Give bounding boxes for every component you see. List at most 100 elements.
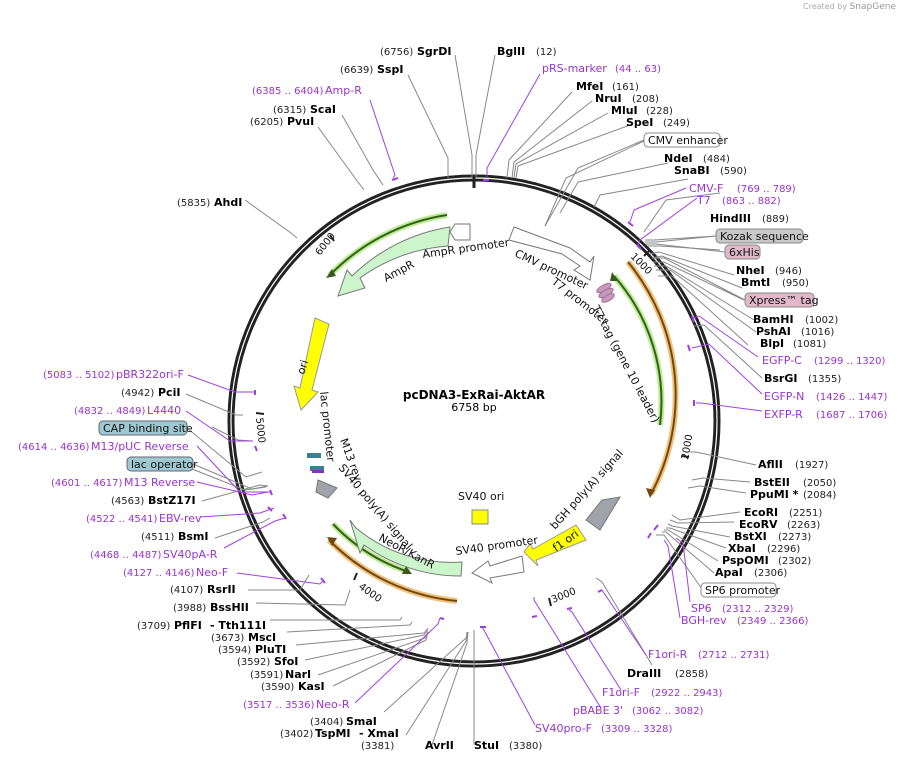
enzyme-sfoi[interactable]: SfoI [274,655,298,668]
primer-prs-marker[interactable]: pRS-marker [542,62,607,75]
enzyme-sspi[interactable]: SspI [377,63,403,76]
pos-nari: (3591) [250,670,283,681]
enzyme-nhei[interactable]: NheI [736,264,765,277]
enzyme-pcii[interactable]: PciI [158,386,180,399]
primer-cmv-f[interactable]: CMV-F [689,182,723,195]
enzyme-pvui[interactable]: PvuI [287,115,314,128]
neor-feature [349,519,463,577]
range-prs-marker: (44 .. 63) [615,64,661,75]
pos-aflii: (1927) [795,460,828,471]
enzyme-msci[interactable]: MscI [248,631,276,644]
enzyme-draiii[interactable]: DraIII [627,667,661,680]
box-cmv-enhancer[interactable]: CMV enhancer [544,132,728,227]
pos-avrii: (3381) [361,741,394,752]
primer-pbabe-3[interactable]: pBABE 3' [573,704,623,717]
primer-exfp-r[interactable]: EXFP-R [764,408,803,421]
primer-sv40pa-r[interactable]: SV40pA-R [163,548,218,561]
enzyme-tspmi[interactable]: TspMI [315,727,351,740]
primer-ebv-rev[interactable]: EBV-rev [159,512,202,525]
pos-msci: (3673) [211,633,244,644]
pos-bsteii: (2050) [803,478,836,489]
enzyme-tth111i[interactable]: - Tth111I [210,619,266,632]
pos-bstz17i: (4563) [111,496,144,507]
enzyme-bamhi[interactable]: BamHI [753,313,794,326]
box-xpress-tag[interactable]: Xpress™ tag [652,257,819,308]
box-kozak-sequence[interactable]: Kozak sequence [645,228,809,244]
enzyme-ppumi[interactable]: PpuMI * [750,488,799,501]
enzyme-ecorv[interactable]: EcoRV [739,518,778,531]
enzyme-avrii[interactable]: AvrII [425,739,454,752]
primer-f1ori-f[interactable]: F1ori-F [602,686,640,699]
enzyme-bsshii[interactable]: BssHII [210,601,249,614]
enzyme-bstxi[interactable]: BstXI [734,530,767,543]
box-sp6-promoter[interactable]: SP6 promoter [700,582,781,598]
enzyme-apai[interactable]: ApaI [715,566,743,579]
bgh-polya-feature [585,496,621,531]
enzyme-mfei[interactable]: MfeI [576,80,603,93]
enzyme-hindiii[interactable]: HindIII [710,212,751,225]
enzyme-nrui[interactable]: NruI [595,92,622,105]
primer-t7[interactable]: T7 [696,194,711,207]
primer-sp6[interactable]: SP6 [691,602,712,615]
range-t7: (863 .. 882) [722,196,781,207]
primer-egfp-n[interactable]: EGFP-N [764,390,804,403]
label-sv40-ori: SV40 ori [458,490,504,503]
enzyme-pspomi[interactable]: PspOMI [722,554,769,567]
pos-hindiii: (889) [762,214,789,225]
primer-egfp-c[interactable]: EGFP-C [762,354,802,367]
box-cap-binding-site[interactable]: CAP binding site [98,420,263,478]
primer-sv40pro-f[interactable]: SV40pro-F [535,722,592,735]
svg-text:CAP binding site: CAP binding site [103,422,193,435]
pos-spei: (249) [663,118,690,129]
primer-m13-puc-reverse[interactable]: M13/pUC Reverse [91,440,189,453]
enzyme-scai[interactable]: ScaI [310,103,336,116]
primer-amp-r[interactable]: Amp-R [325,84,362,97]
enzyme-snabi[interactable]: SnaBI [674,164,710,177]
primer-neo-f[interactable]: Neo-F [196,566,228,579]
pos-ppumi: (2084) [803,490,836,501]
range-l4440: (4832 .. 4849) [74,406,146,417]
enzyme-bsmi[interactable]: BsmI [178,530,209,543]
enzyme-rsrii[interactable]: RsrII [207,583,236,596]
enzyme-pshai[interactable]: PshAI [756,325,791,338]
primer-l4440[interactable]: L4440 [147,404,181,417]
enzyme-ecori[interactable]: EcoRI [744,506,778,519]
enzyme-xbai[interactable]: XbaI [728,542,756,555]
enzyme-pluti[interactable]: PluTI [255,643,286,656]
enzyme-kasi[interactable]: KasI [298,680,325,693]
enzyme-smai[interactable]: SmaI [346,715,377,728]
pos-ecorv: (2263) [787,520,820,531]
enzyme-bsteii[interactable]: BstEII [754,476,790,489]
primer-bgh-rev[interactable]: BGH-rev [681,614,727,627]
enzyme-blpi[interactable]: BlpI [760,337,784,350]
enzyme-bglii[interactable]: BglII [497,45,525,58]
enzyme-sgrdi[interactable]: SgrDI [417,45,451,58]
pos-bstxi: (2273) [778,532,811,543]
enzyme-mlui[interactable]: MluI [611,104,638,117]
sv40-ori-feature [471,509,489,525]
box-lac-operator[interactable]: lac operator [126,456,269,490]
enzyme-nari[interactable]: NarI [285,668,311,681]
enzyme-bmti[interactable]: BmtI [741,276,770,289]
primer-f1ori-r[interactable]: F1ori-R [648,648,688,661]
enzyme-ndei[interactable]: NdeI [664,152,693,165]
enzyme-xmai[interactable]: - XmaI [359,727,399,740]
primer-m13-reverse[interactable]: M13 Reverse [124,476,195,489]
primer-neo-r[interactable]: Neo-R [316,698,350,711]
tick-5000: 5000 [253,417,267,443]
range-sv40pa-r: (4468 .. 4487) [90,550,162,561]
pos-pshai: (1016) [801,327,834,338]
plasmid-name: pcDNA3-ExRai-AktAR [403,388,545,402]
enzyme-aflii[interactable]: AflII [758,458,783,471]
enzyme-bsrgi[interactable]: BsrGI [764,372,797,385]
snapgene-credit: Created by SnapGene [803,2,896,12]
range-sp6: (2312 .. 2329) [722,604,794,615]
primer-pbr322ori-f[interactable]: pBR322ori-F [116,368,184,381]
enzyme-ahdi[interactable]: AhdI [214,196,242,209]
enzyme-bstz17i[interactable]: BstZ17I [148,494,196,507]
box-6xhis[interactable]: 6xHis [646,243,761,260]
enzyme-spei[interactable]: SpeI [626,116,653,129]
enzyme-pflfi[interactable]: PflFI [174,619,202,632]
enzyme-stui[interactable]: StuI [474,739,499,752]
cmv-promoter-feature [508,226,595,281]
